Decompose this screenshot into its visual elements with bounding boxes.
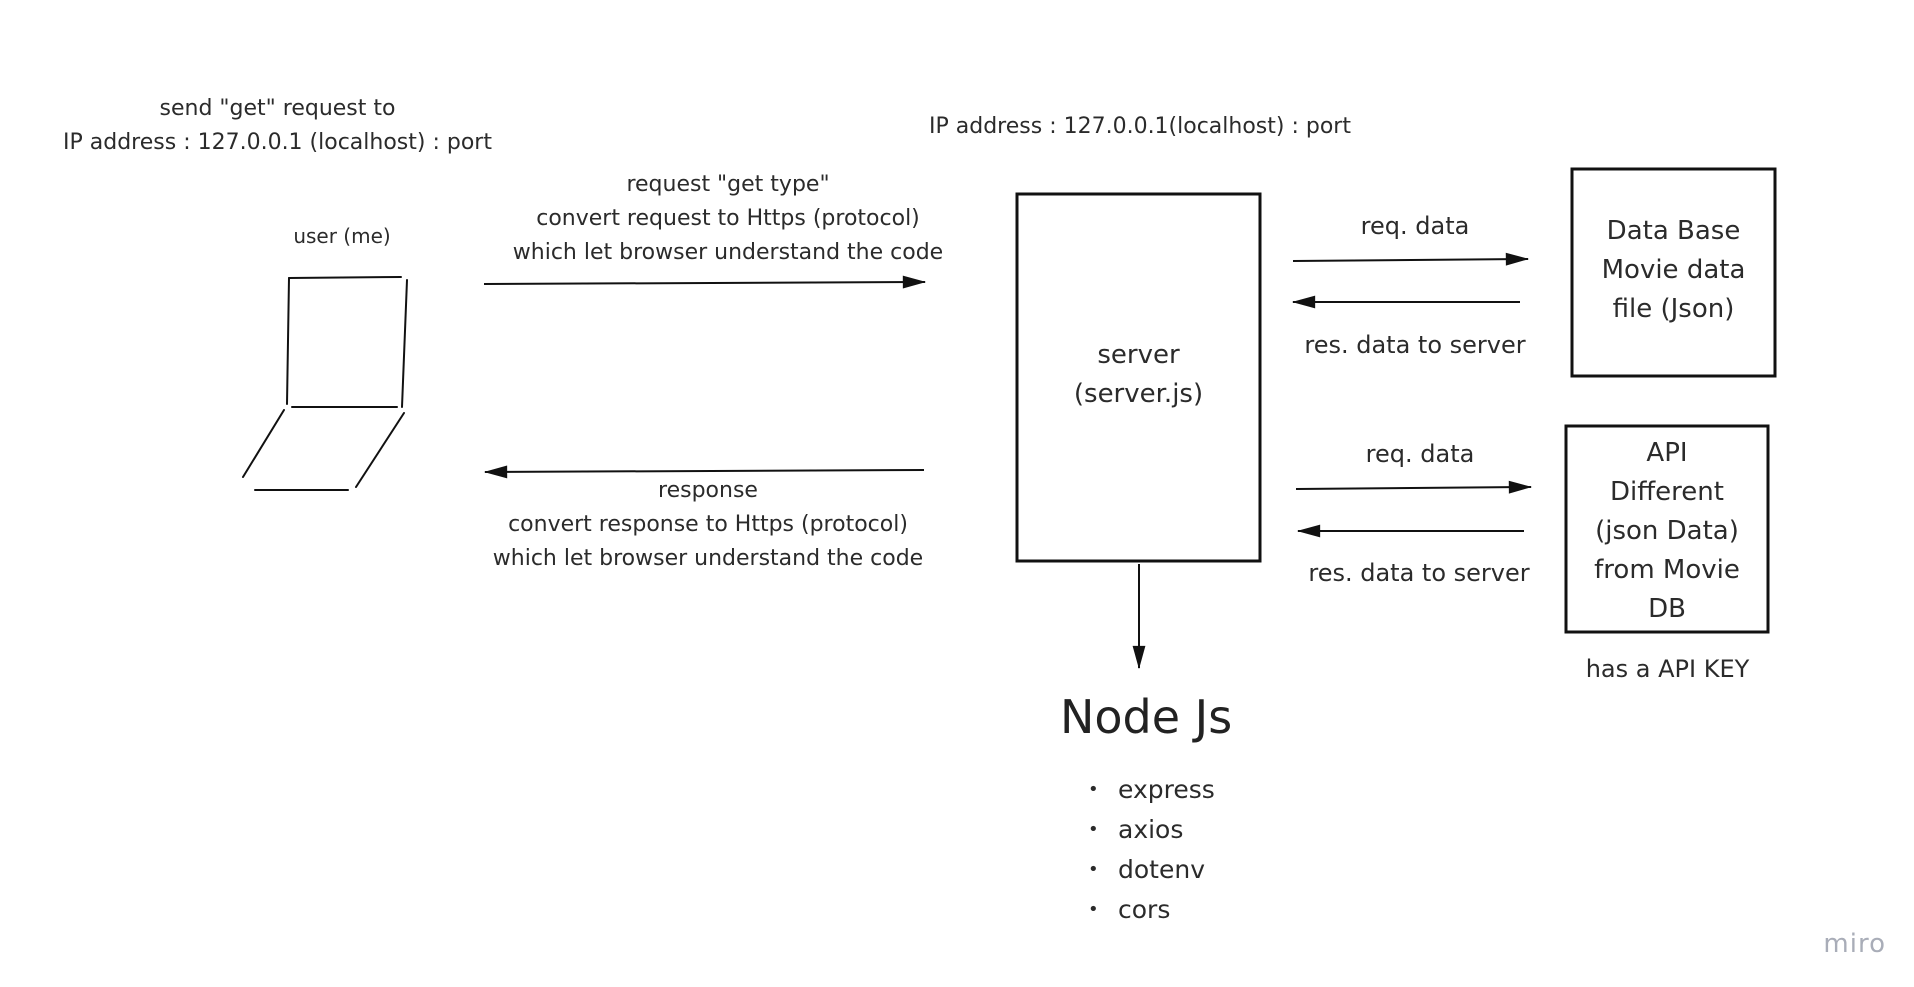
- server-ip-label: IP address : 127.0.0.1(localhost) : port: [929, 114, 1351, 139]
- package-item: cors: [1082, 890, 1215, 930]
- request-line2: convert request to Https (protocol): [536, 206, 920, 231]
- api-request-label: req. data: [1365, 440, 1475, 468]
- user-note-line2: IP address : 127.0.0.1 (localhost) : por…: [63, 130, 492, 155]
- response-arrow: [483, 465, 925, 479]
- laptop-icon: [242, 276, 408, 491]
- api-line2: Different: [1610, 477, 1724, 507]
- package-item: express: [1082, 770, 1215, 810]
- server-box: [1015, 192, 1262, 563]
- api-line1: API: [1646, 438, 1688, 468]
- miro-logo: miro: [1823, 929, 1886, 959]
- user-label: user (me): [293, 224, 391, 248]
- request-line3: which let browser understand the code: [512, 240, 944, 265]
- api-text: API Different (json Data) from Movie DB: [1566, 434, 1768, 629]
- request-arrow: [483, 275, 927, 289]
- response-line1: response: [658, 478, 758, 503]
- package-item: axios: [1082, 810, 1215, 850]
- server-title: server (server.js): [1017, 336, 1260, 414]
- response-line3: which let browser understand the code: [492, 546, 924, 571]
- database-line2: Movie data: [1601, 255, 1746, 285]
- db-request-arrow: [1292, 252, 1530, 266]
- server-title-line1: server: [1097, 340, 1180, 370]
- user-note-line1: send "get" request to: [159, 96, 396, 121]
- db-request-label: req. data: [1360, 212, 1470, 240]
- db-response-label: res. data to server: [1304, 331, 1526, 359]
- api-response-label: res. data to server: [1308, 559, 1530, 587]
- api-line5: DB: [1648, 594, 1686, 624]
- package-list: express axios dotenv cors: [1082, 770, 1215, 930]
- response-line2: convert response to Https (protocol): [508, 512, 908, 537]
- api-request-arrow: [1295, 480, 1533, 494]
- user-request-note: send "get" request to IP address : 127.0…: [50, 92, 505, 160]
- api-key-note: has a API KEY: [1585, 655, 1750, 683]
- request-arrow-label: request "get type" convert request to Ht…: [498, 168, 958, 270]
- database-line1: Data Base: [1606, 216, 1741, 246]
- package-item: dotenv: [1082, 850, 1215, 890]
- request-line1: request "get type": [626, 172, 830, 197]
- database-line3: file (Json): [1612, 294, 1735, 324]
- server-title-line2: (server.js): [1073, 379, 1204, 409]
- database-text: Data Base Movie data file (Json): [1572, 212, 1775, 329]
- nodejs-title: Node Js: [1060, 690, 1233, 744]
- response-arrow-label: response convert response to Https (prot…: [478, 474, 938, 576]
- api-line4: from Movie: [1594, 555, 1740, 585]
- database-box: [1570, 167, 1777, 378]
- api-line3: (json Data): [1595, 516, 1739, 546]
- api-box: [1564, 424, 1770, 634]
